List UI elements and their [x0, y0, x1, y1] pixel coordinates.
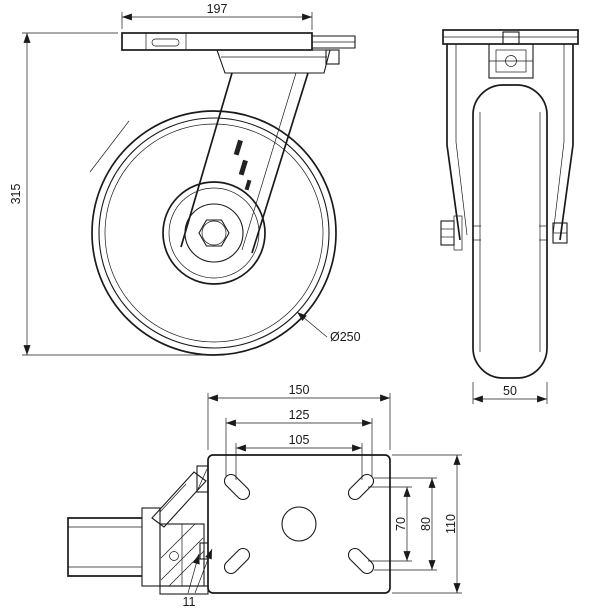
plan-view: 150 125 105 70 80	[199, 383, 462, 594]
dim-125-label: 125	[289, 408, 310, 422]
fork-brand-mark	[233, 139, 252, 191]
side-view: 197 315 Ø250	[9, 2, 361, 356]
dim-11-label: 11	[183, 595, 196, 609]
dim-wheel-diameter-250: Ø250	[296, 311, 361, 344]
dim-hole-pitch-125: 125	[225, 408, 373, 476]
dim-plate-width-197: 197	[121, 2, 313, 30]
brake-pedal	[151, 471, 207, 528]
side-view-wheel	[91, 110, 337, 356]
dim-315-label: 315	[9, 184, 23, 205]
dim-wheel-width-50: 50	[472, 382, 548, 404]
plan-view-slots	[223, 473, 375, 575]
plan-view-center-hole	[281, 506, 317, 542]
front-view-swivel-lock	[488, 31, 534, 79]
dim-110-label: 110	[444, 514, 458, 534]
dim-150-label: 150	[289, 383, 310, 397]
front-view-axle	[440, 215, 568, 251]
brake-detail-view: 11	[67, 465, 213, 609]
dim-105-label: 105	[289, 433, 310, 447]
dim-hole-pitch-80: 80	[374, 477, 437, 571]
front-view: 50	[440, 29, 579, 404]
dim-250-label: Ø250	[330, 330, 361, 344]
dim-197-label: 197	[207, 2, 228, 16]
dim-overall-height-315: 315	[9, 32, 210, 356]
dim-axle-callout-11: 11	[183, 548, 213, 609]
dim-70-label: 70	[394, 517, 408, 531]
side-view-swivel-head	[216, 49, 331, 74]
axle-hex-nut	[198, 219, 230, 247]
dim-50-label: 50	[503, 384, 517, 398]
dim-plate-depth-110: 110	[392, 454, 462, 594]
side-view-top-plate	[121, 32, 356, 65]
dim-hole-pitch-70: 70	[368, 486, 412, 562]
dim-80-label: 80	[419, 517, 433, 531]
front-view-wheel	[472, 84, 548, 379]
plan-view-plate	[207, 454, 391, 594]
dim-plate-width-150: 150	[207, 383, 391, 450]
dim-hole-pitch-105: 105	[235, 433, 363, 480]
leader-line	[89, 120, 130, 173]
front-view-fork	[446, 44, 574, 241]
